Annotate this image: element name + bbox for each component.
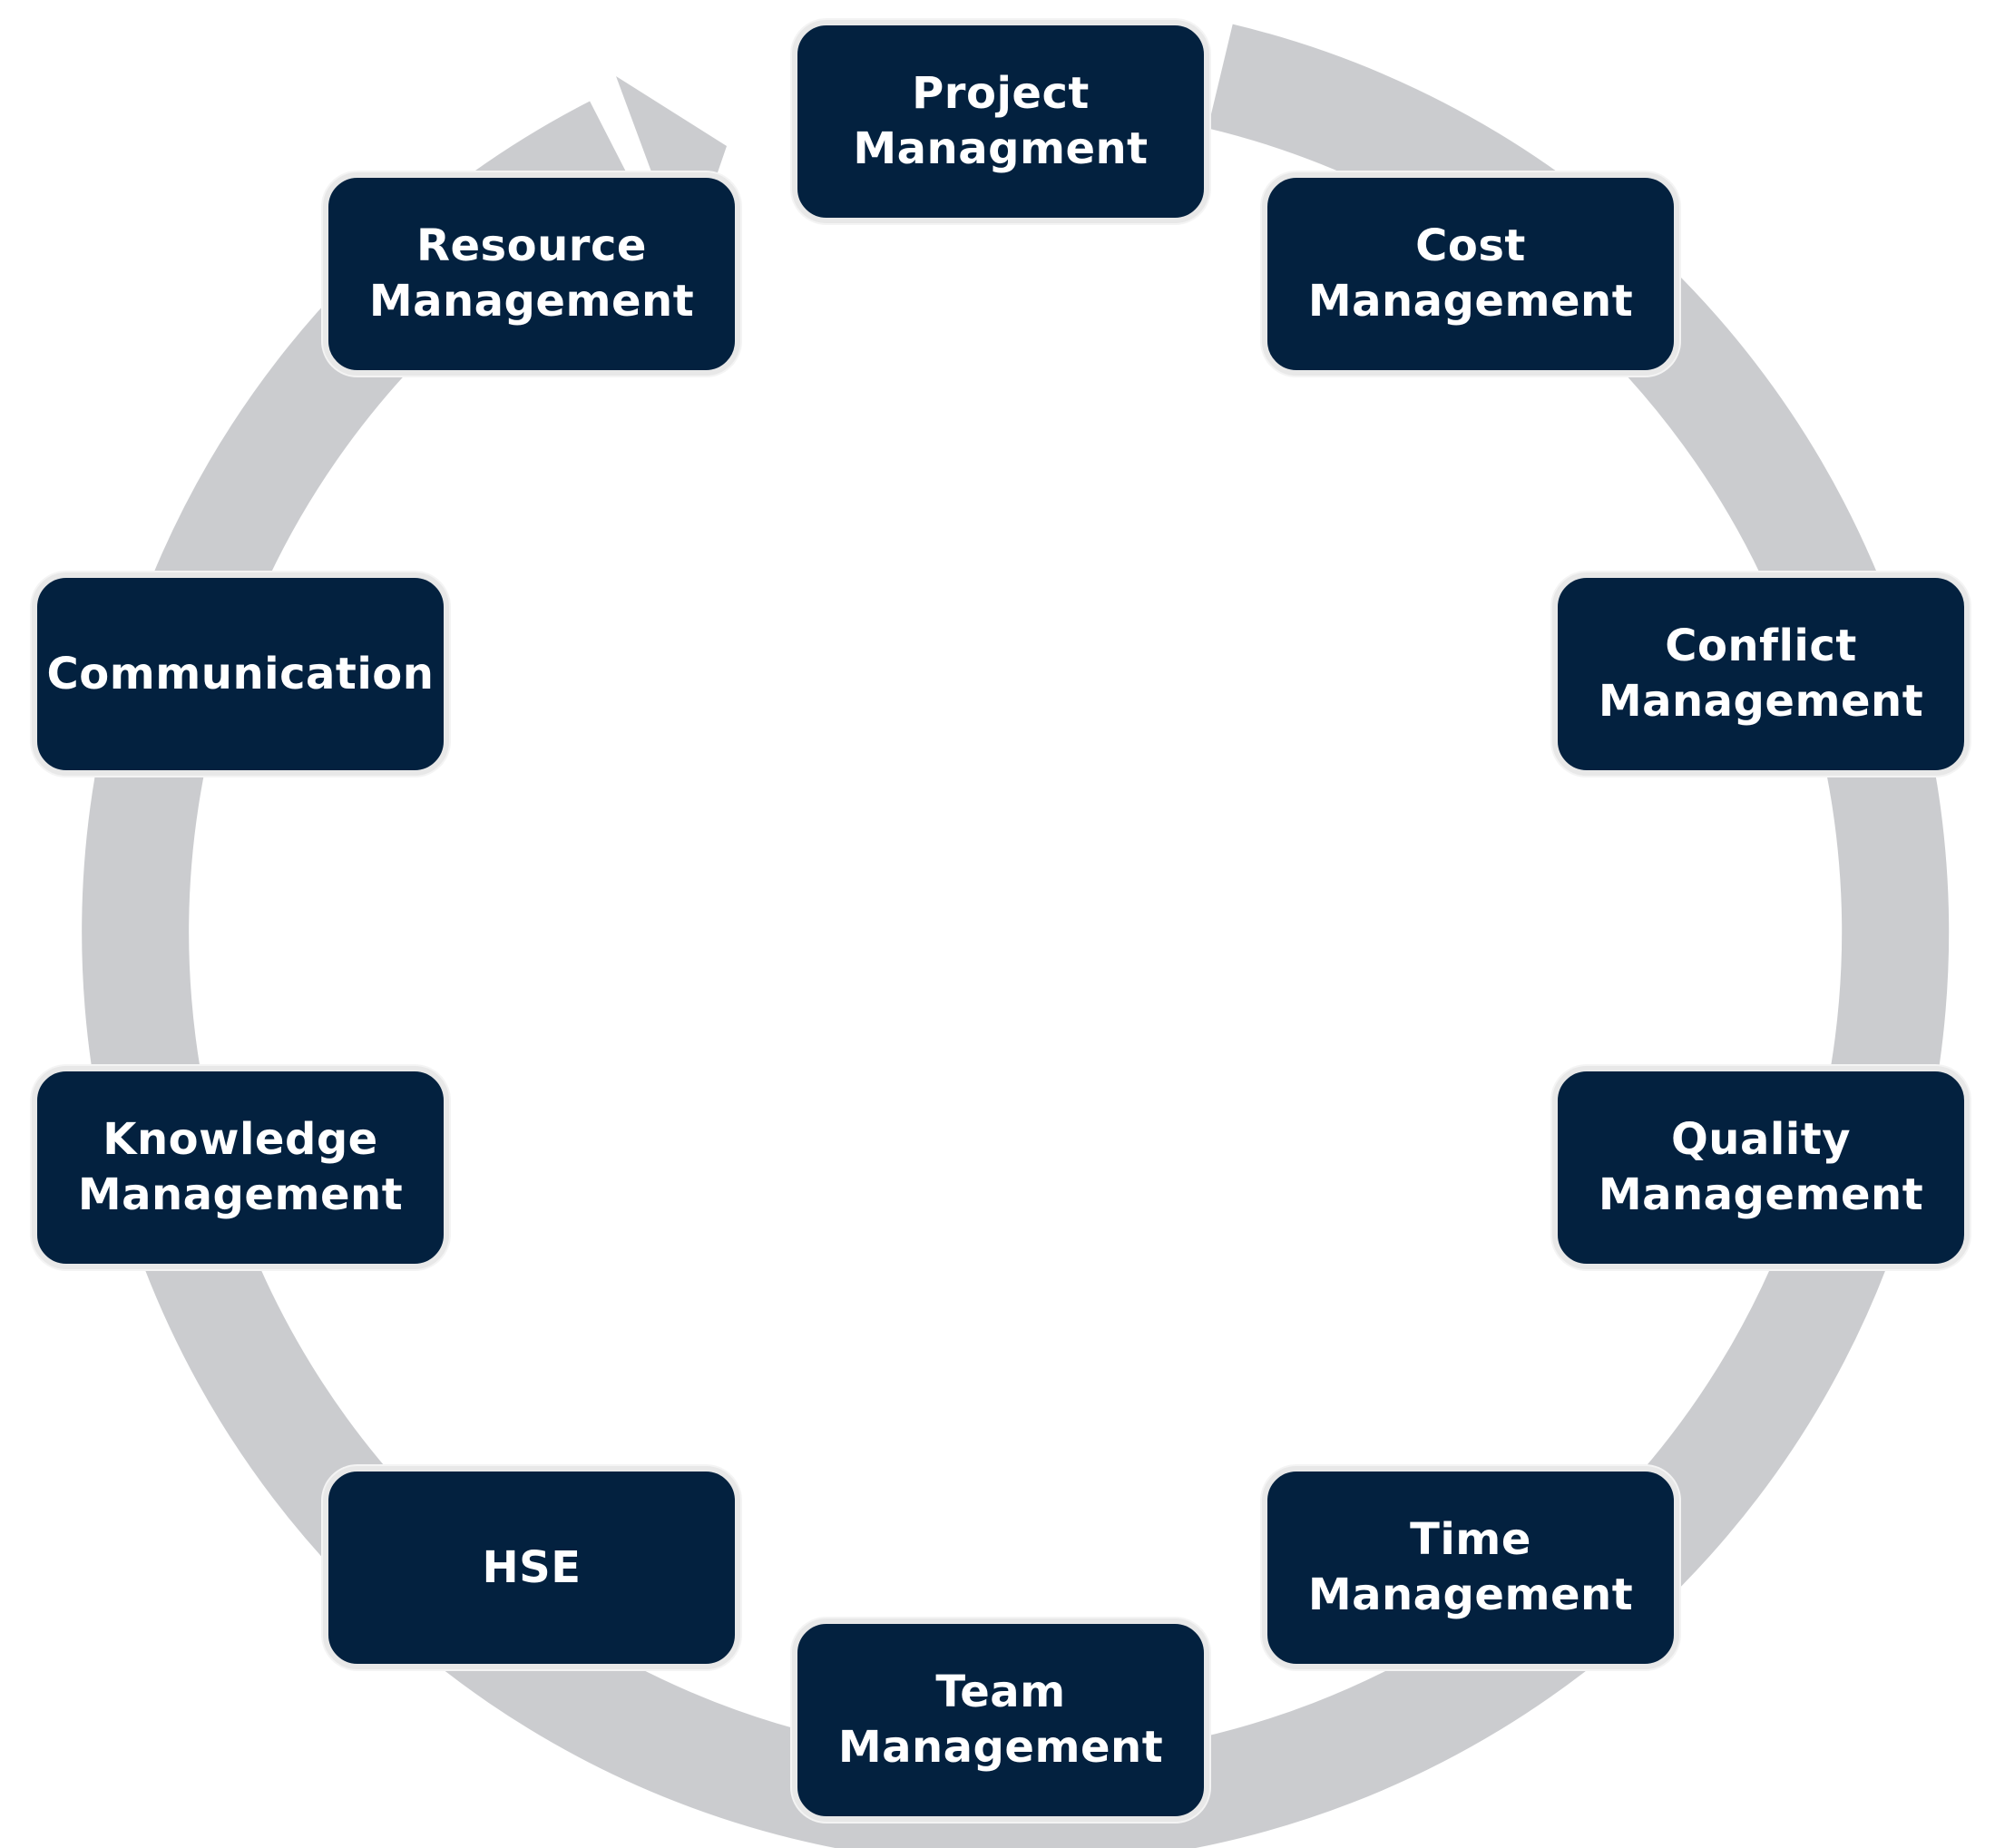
node-label-line2: Management <box>1307 276 1634 327</box>
node-label-line1: Team <box>935 1667 1066 1717</box>
node-label-line2: Management <box>368 276 695 327</box>
node-conflict-management: Conflict Management <box>1552 572 1970 776</box>
node-quality-management: Quality Management <box>1552 1066 1970 1269</box>
node-label-line1: Communication <box>46 648 435 699</box>
node-label-line1: Conflict <box>1665 621 1857 671</box>
node-cost-management: Cost Management <box>1262 172 1679 376</box>
node-time-management: Time Management <box>1262 1466 1679 1669</box>
node-hse: HSE <box>323 1466 740 1669</box>
node-label-line2: Management <box>1307 1569 1634 1620</box>
node-communication: Communication <box>32 572 449 776</box>
node-project-managment: Project Managment <box>792 20 1209 223</box>
node-knowledge-management: Knowledge Management <box>32 1066 449 1269</box>
node-label-line2: Management <box>1598 676 1924 727</box>
node-label-line1: Knowledge <box>103 1114 378 1165</box>
node-label-line2: Managment <box>853 123 1149 174</box>
node-label-line2: Management <box>1598 1169 1924 1220</box>
node-label-line1: Cost <box>1415 220 1526 271</box>
node-label-line1: Quality <box>1670 1114 1851 1165</box>
node-label-line2: Management <box>77 1169 404 1220</box>
node-label-line1: Resource <box>416 220 647 271</box>
node-label-line1: Time <box>1410 1514 1531 1565</box>
node-label-line1: Project <box>912 68 1090 119</box>
node-label-line2: Management <box>837 1722 1164 1773</box>
node-team-management: Team Management <box>792 1618 1209 1822</box>
node-label-line1: HSE <box>482 1541 582 1593</box>
node-resource-management: Resource Management <box>323 172 740 376</box>
